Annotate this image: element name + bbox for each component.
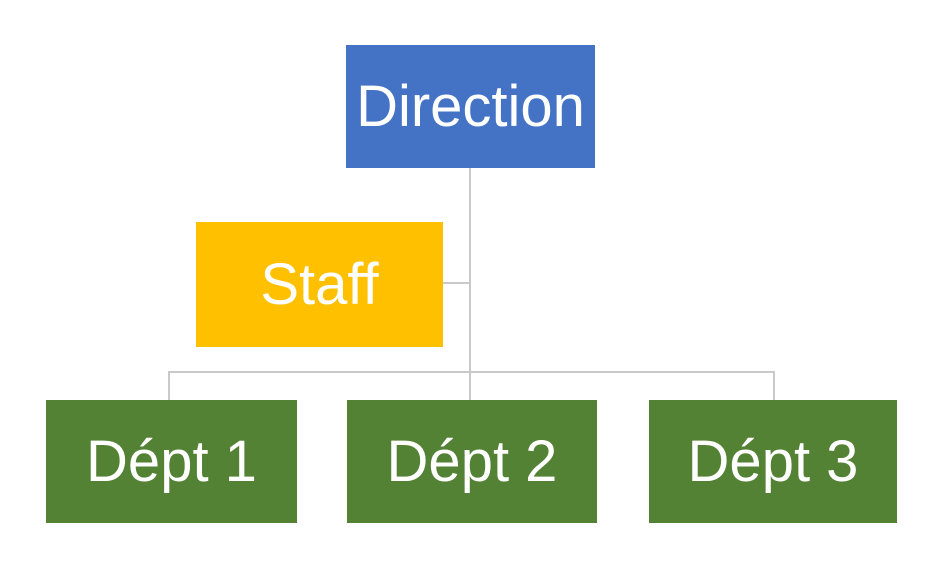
connector-drop-dept3 xyxy=(773,371,775,400)
connector-direction-trunk xyxy=(469,168,471,372)
org-node-dept3-label: Dépt 3 xyxy=(687,428,859,494)
org-node-direction: Direction xyxy=(346,45,595,168)
org-node-dept1-label: Dépt 1 xyxy=(86,428,257,494)
connector-drop-dept2 xyxy=(469,371,471,400)
org-node-dept1: Dépt 1 xyxy=(46,400,297,523)
org-node-direction-label: Direction xyxy=(356,73,585,139)
connector-drop-dept1 xyxy=(168,371,170,400)
org-node-staff-label: Staff xyxy=(260,251,379,317)
org-node-dept2-label: Dépt 2 xyxy=(386,428,558,494)
connector-staff-elbow xyxy=(443,282,470,284)
org-node-dept3: Dépt 3 xyxy=(649,400,897,523)
org-node-dept2: Dépt 2 xyxy=(347,400,597,523)
connector-departments-bus xyxy=(168,371,775,373)
org-node-staff: Staff xyxy=(196,222,443,347)
